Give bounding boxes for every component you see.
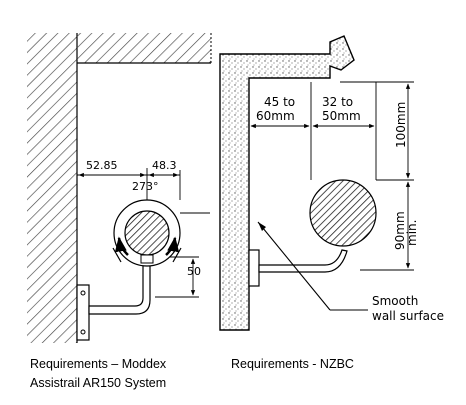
left-rail xyxy=(124,210,170,256)
caption-right: Requirements - NZBC xyxy=(231,357,354,371)
right-callout: Smooth wall surface xyxy=(372,294,444,323)
svg-text:Smooth: Smooth xyxy=(372,294,418,308)
right-dim-below: 90mm min. xyxy=(393,211,419,250)
svg-text:wall surface: wall surface xyxy=(372,309,444,323)
left-diagram: 52.85 48.3 273° 50 xyxy=(27,33,212,343)
right-rail xyxy=(309,179,377,247)
caption-left: Requirements – Moddex Assistrail AR150 S… xyxy=(30,355,166,393)
left-bracket xyxy=(88,261,151,315)
right-wall xyxy=(219,35,355,331)
svg-text:90mm: 90mm xyxy=(393,211,407,250)
left-dim-diameter: 48.3 xyxy=(152,159,177,172)
right-dim-diameter: 32 to 50mm xyxy=(322,95,361,123)
right-bracket xyxy=(258,249,348,273)
svg-text:min.: min. xyxy=(405,220,419,246)
right-diagram: 45 to 60mm 32 to 50mm 100mm 90mm min. Sm… xyxy=(219,35,444,331)
caption-left-line2: Assistrail AR150 System xyxy=(30,376,167,390)
left-ceiling xyxy=(77,33,211,63)
left-wall-plate xyxy=(76,284,90,341)
left-dim-wall-offset: 52.85 xyxy=(86,159,118,172)
left-wall xyxy=(27,33,77,343)
right-dim-above: 100mm xyxy=(394,102,408,148)
right-dim-gap: 45 to 60mm xyxy=(256,95,299,123)
right-wall-plate xyxy=(248,249,260,287)
left-dim-angle: 273° xyxy=(132,180,159,193)
caption-left-line1: Requirements – Moddex xyxy=(30,357,167,371)
left-dim-height: 50 xyxy=(187,265,201,278)
